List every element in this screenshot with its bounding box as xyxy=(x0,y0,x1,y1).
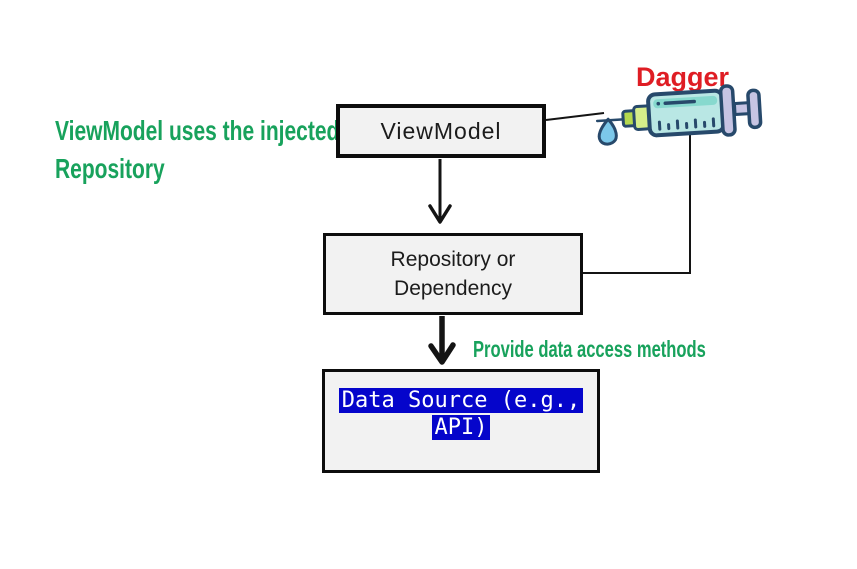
provide-note: Provide data access methods xyxy=(473,336,706,362)
dagger-label: Dagger xyxy=(636,62,730,92)
connector-dagger-to-repository xyxy=(583,131,691,274)
viewmodel-note-line1: ViewModel uses the injected xyxy=(55,115,340,146)
viewmodel-node: ViewModel xyxy=(336,104,546,158)
viewmodel-note: ViewModel uses the injected Repository xyxy=(55,112,339,188)
viewmodel-label: ViewModel xyxy=(380,117,502,144)
datasource-label-line2: API) xyxy=(431,414,491,441)
datasource-node: Data Source (e.g., API) xyxy=(322,369,600,473)
arrow-viewmodel-to-repository xyxy=(428,159,452,224)
syringe-icon xyxy=(595,84,763,146)
repository-label-line1: Repository or xyxy=(390,248,516,271)
repository-node: Repository or Dependency xyxy=(323,233,583,315)
arrow-repository-to-datasource xyxy=(428,316,456,365)
repository-label-line2: Dependency xyxy=(394,277,512,300)
datasource-label-line1: Data Source (e.g., xyxy=(338,387,584,414)
viewmodel-note-line2: Repository xyxy=(55,153,165,184)
drop-icon xyxy=(597,117,618,146)
connector-viewmodel-to-syringe xyxy=(545,112,605,121)
